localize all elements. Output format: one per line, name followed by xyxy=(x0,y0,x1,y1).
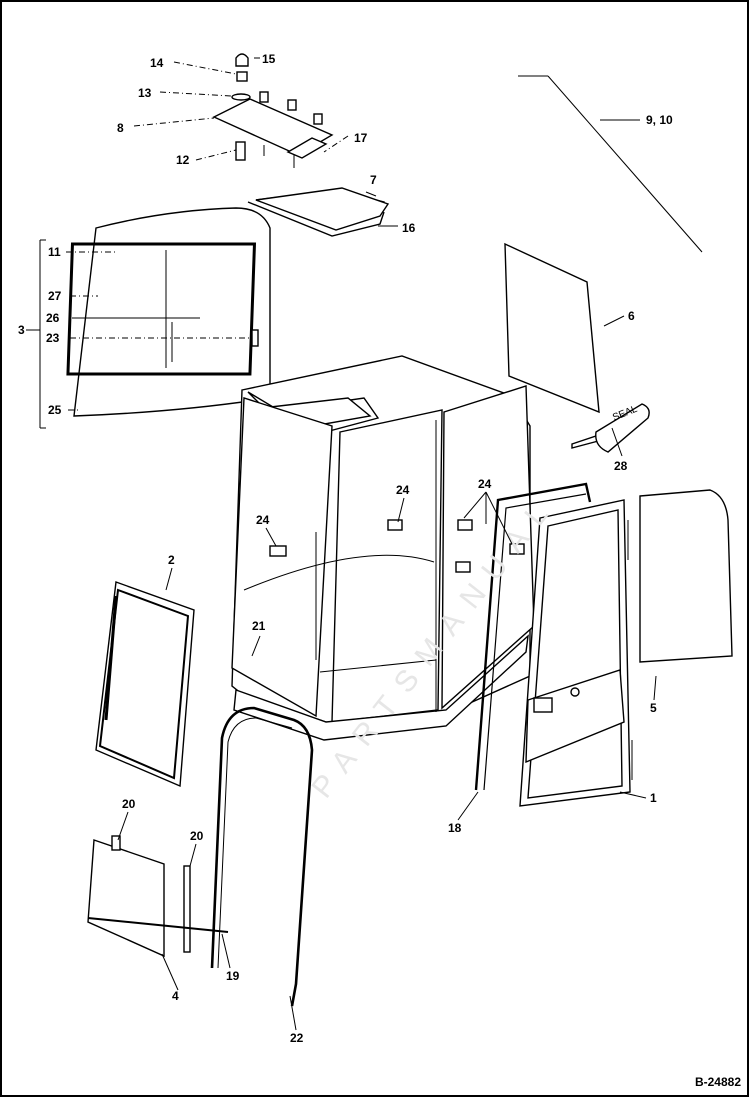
roof-glass xyxy=(247,187,390,237)
label-3: 3 xyxy=(18,323,25,337)
cab-body xyxy=(231,355,535,741)
label-2: 2 xyxy=(168,553,175,567)
label-26: 26 xyxy=(46,311,60,325)
label-21: 21 xyxy=(252,619,266,633)
label-4: 4 xyxy=(172,989,179,1003)
window-frame-2 xyxy=(95,581,195,788)
label-14: 14 xyxy=(150,56,164,70)
label-22: 22 xyxy=(290,1031,304,1045)
label-28: 28 xyxy=(614,459,628,473)
label-24-center: 24 xyxy=(396,483,410,497)
label-18: 18 xyxy=(448,821,462,835)
part-labels: 14 15 13 8 12 17 9, 10 7 16 11 27 26 3 2… xyxy=(18,52,673,1045)
roof-hardware xyxy=(212,53,334,168)
slide-glass-4 xyxy=(87,835,229,958)
label-11: 11 xyxy=(48,245,61,259)
label-6: 6 xyxy=(628,309,635,323)
door-assembly xyxy=(519,499,633,807)
label-23: 23 xyxy=(46,331,60,345)
leader-lines xyxy=(26,57,703,1031)
side-glass-5 xyxy=(639,489,733,663)
label-27: 27 xyxy=(48,289,62,303)
label-1: 1 xyxy=(650,791,657,805)
label-25: 25 xyxy=(48,403,62,417)
label-20-right: 20 xyxy=(190,829,204,843)
front-window-assembly xyxy=(39,207,271,429)
label-19: 19 xyxy=(226,969,240,983)
label-8: 8 xyxy=(117,121,124,135)
label-17: 17 xyxy=(354,131,368,145)
seal-roll xyxy=(595,403,650,453)
label-9-10: 9, 10 xyxy=(646,113,673,127)
label-12: 12 xyxy=(176,153,190,167)
label-7: 7 xyxy=(370,173,377,187)
label-15: 15 xyxy=(262,52,276,66)
diagram-id: B-24882 xyxy=(694,1075,741,1089)
label-20-left: 20 xyxy=(122,797,136,811)
door-seal-18 xyxy=(474,482,592,791)
label-24-left: 24 xyxy=(256,513,270,527)
label-13: 13 xyxy=(138,86,152,100)
label-24-right: 24 xyxy=(478,477,492,491)
label-16: 16 xyxy=(402,221,416,235)
windshield-seal-22 xyxy=(210,706,314,1007)
label-5: 5 xyxy=(650,701,657,715)
side-glass-6 xyxy=(504,242,603,449)
